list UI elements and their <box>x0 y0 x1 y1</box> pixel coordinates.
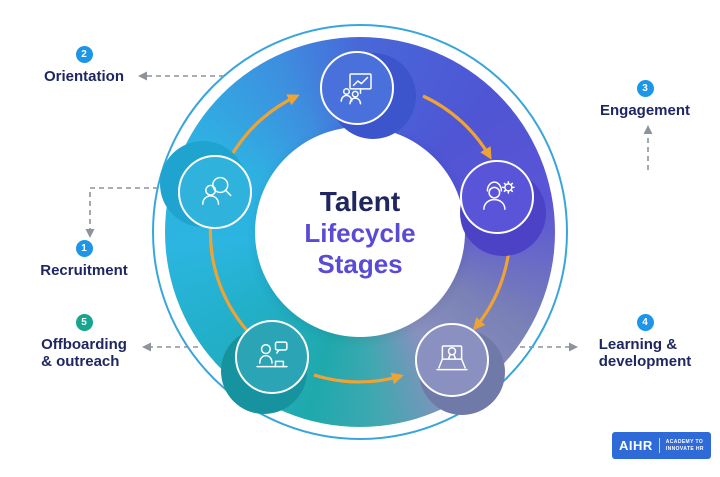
aihr-logo-brand: AIHR <box>619 438 653 453</box>
diagram-title: Talent Lifecycle Stages <box>260 186 460 279</box>
stage-number-badge: 2 <box>75 46 93 63</box>
tagline-line2: INNOVATE HR <box>665 445 704 452</box>
stage-label-text: Offboarding & outreach <box>41 336 127 371</box>
stage-number-badge: 3 <box>636 80 654 97</box>
engagement-node <box>460 160 534 234</box>
stage-label-line1: Learning & <box>598 336 678 353</box>
stage-label-engagement: 3 Engagement <box>586 80 704 119</box>
person-chat-desk-icon <box>256 341 288 368</box>
stage-label-recruitment: 1 Recruitment <box>20 240 148 279</box>
stage-label-text: Learning & development <box>599 336 692 371</box>
stage-label-orientation: 2 Orientation <box>20 46 148 85</box>
title-line-talent: Talent <box>319 186 401 217</box>
tagline-line1: ACADEMY TO <box>665 439 704 445</box>
title-line-stages: Stages <box>317 248 403 279</box>
stage-label-text: Recruitment <box>40 262 128 279</box>
logo-divider <box>658 438 660 453</box>
stage-number-badge: 4 <box>636 314 654 331</box>
stage-number-badge: 5 <box>75 314 93 331</box>
stage-label-text: Orientation <box>43 68 124 85</box>
stage-label-offboarding: 5 Offboarding & outreach <box>20 314 148 371</box>
inner-white-circle <box>255 127 465 337</box>
stage-label-line2: development <box>598 353 692 371</box>
stage-label-learning: 4 Learning & development <box>580 314 710 371</box>
title-line-lifecycle: Lifecycle <box>304 218 416 249</box>
laptop-award-icon <box>436 345 468 371</box>
orientation-node <box>320 51 394 125</box>
stage-label-line2: & outreach <box>41 353 120 371</box>
connector-recruitment <box>85 187 158 238</box>
learning-node <box>415 323 489 397</box>
offboarding-node <box>235 320 309 394</box>
stage-label-text: Engagement <box>599 102 690 119</box>
presentation-chart-icon <box>340 73 372 105</box>
aihr-logo-tagline: ACADEMY TO INNOVATE HR <box>666 439 704 452</box>
stage-label-line1: Offboarding <box>41 336 127 353</box>
person-gear-icon <box>483 180 515 210</box>
recruitment-node <box>178 155 252 229</box>
stage-number-badge: 1 <box>75 240 93 257</box>
aihr-logo: AIHR ACADEMY TO INNOVATE HR <box>612 432 711 459</box>
magnifier-person-icon <box>202 176 232 205</box>
